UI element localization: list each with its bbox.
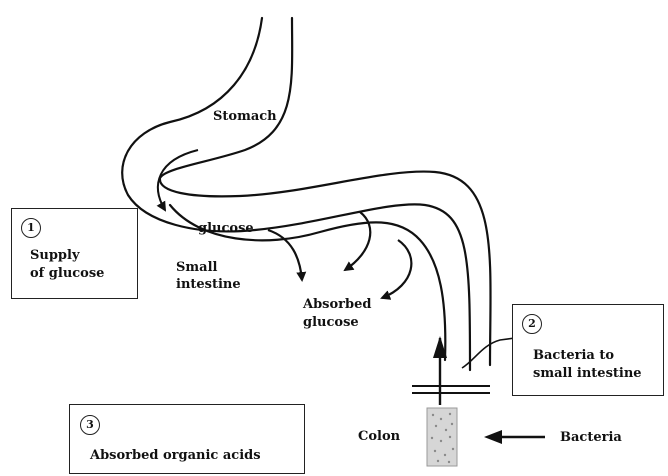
- small-intestine-label-line2: intestine: [176, 276, 241, 293]
- bacteria-label: Bacteria: [560, 429, 622, 446]
- box2-text-line2: small intestine: [533, 365, 642, 382]
- absorbed-glucose-label-line2: glucose: [303, 314, 359, 331]
- absorption-arrow-2: [345, 212, 370, 270]
- stomach-label: Stomach: [213, 108, 277, 125]
- box2-text-line1: Bacteria to: [533, 347, 614, 364]
- number-badge-3: 3: [80, 415, 100, 435]
- bacteria-to-small-intestine-box: 2 Bacteria to small intestine: [512, 304, 664, 396]
- colon-label: Colon: [358, 428, 400, 445]
- number-badge-1: 1: [21, 218, 41, 238]
- absorbed-organic-acids-box: 3 Absorbed organic acids: [69, 404, 305, 474]
- box1-text-line2: of glucose: [30, 265, 104, 282]
- stomach-outer-wall: [122, 18, 470, 370]
- small-intestine-label-line1: Small: [176, 259, 217, 276]
- absorption-arrow-3: [382, 240, 411, 298]
- number-badge-2: 2: [522, 314, 542, 334]
- supply-of-glucose-box: 1 Supply of glucose: [11, 208, 138, 299]
- bacteria-arrowhead: [484, 430, 502, 444]
- flow-arrow: [158, 150, 198, 210]
- box3-text-line1: Absorbed organic acids: [90, 447, 261, 464]
- absorbed-glucose-label-line1: Absorbed: [303, 296, 371, 313]
- glucose-label: glucose: [198, 220, 254, 237]
- box1-text-line1: Supply: [30, 247, 80, 264]
